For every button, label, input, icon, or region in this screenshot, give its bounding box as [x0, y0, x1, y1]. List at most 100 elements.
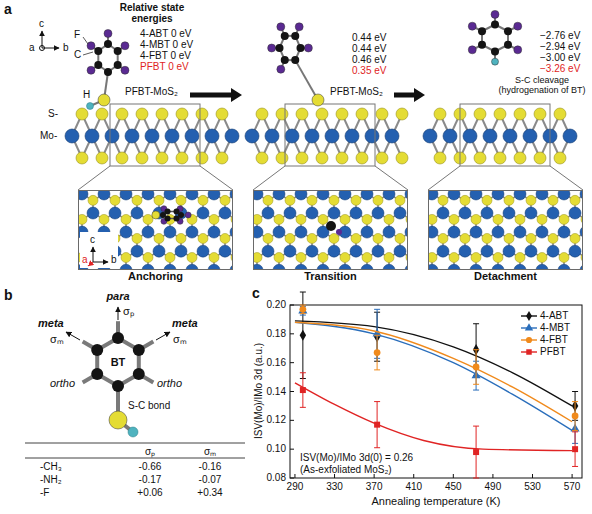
lattice-top-view: [78, 190, 233, 270]
system-label: PFBT-MoS₂: [125, 86, 178, 97]
energy-value: PFBT 0 eV: [140, 61, 189, 72]
axis-title: Annealing temperature (K): [371, 495, 500, 507]
sigma-label: σₚ: [123, 305, 134, 317]
mos2-slab: [423, 108, 577, 164]
lattice-top-view: [428, 190, 583, 270]
tick-label: 410: [405, 481, 422, 492]
table-cell: -0.07: [199, 474, 222, 485]
position-label: ortho: [50, 377, 75, 389]
atom-label: F: [74, 29, 80, 40]
table-cell: -F: [40, 487, 49, 498]
note: S-C cleavage (hydrogenation of BT): [497, 76, 587, 96]
state-caption: Detachment: [474, 270, 537, 282]
tick-label: 0.20: [267, 299, 286, 310]
axis-triad: [80, 232, 118, 268]
tick-label: 450: [445, 481, 462, 492]
axis-title: ISV(Mo)/IMo 3d (a.u.): [253, 343, 264, 439]
table-cell: -0.17: [139, 474, 162, 485]
axis-triad: [40, 31, 60, 51]
panel-letter: c: [252, 286, 260, 301]
system-label: PFBT-MoS₂: [330, 86, 383, 97]
tick-label: 0.14: [267, 386, 286, 397]
zoom-box: Detachment: [428, 190, 583, 270]
legend-entry: 4-ABT: [540, 310, 568, 321]
energy-value: 0.46 eV: [352, 54, 386, 65]
leader-line: [83, 37, 93, 55]
process-arrow: [394, 88, 425, 102]
data-series: [295, 292, 578, 420]
tick-label: 570: [564, 481, 581, 492]
tick-label: 330: [326, 481, 343, 492]
table-rule: [25, 443, 245, 458]
tick-label: 370: [366, 481, 383, 492]
molecule-top-view: [152, 206, 191, 225]
table-cell: +0.06: [137, 487, 162, 498]
energy-value: −2.76 eV: [540, 30, 580, 41]
mos2-slab: [245, 108, 408, 164]
plot-area: [290, 292, 582, 478]
legend-samples: [521, 311, 537, 355]
axis-label: b: [63, 42, 69, 53]
atom-label: H: [83, 89, 90, 100]
legend-entry: 4-MBT: [540, 322, 570, 333]
data-series: [295, 306, 580, 444]
axis-label: c: [89, 234, 96, 245]
zoom-guide: [428, 104, 583, 190]
tick-label: 290: [287, 481, 304, 492]
tick-label: 0.18: [267, 328, 286, 339]
energy-value: 4-FBT 0 eV: [140, 50, 191, 61]
energy-value: 4-ABT 0 eV: [140, 28, 192, 39]
ring-label: BT: [111, 356, 126, 368]
annotation: (As-exfoliated MoS₂): [300, 464, 392, 475]
sigma-label: σₘ: [50, 333, 64, 345]
atom-label: C: [74, 49, 81, 60]
tick-label: 0.12: [267, 414, 286, 425]
panel-letter: b: [4, 288, 13, 303]
table-cell: -NH₂: [40, 474, 62, 485]
energy-value: 4-MBT 0 eV: [140, 39, 193, 50]
axis-label: a: [29, 42, 35, 53]
data-series: [295, 373, 578, 478]
table-cell: -CH₃: [40, 461, 62, 472]
table-header: σₘ: [204, 446, 216, 457]
table-cell: -0.16: [199, 461, 222, 472]
axis-label: a: [81, 254, 89, 265]
position-label: para: [106, 290, 129, 302]
tick-label: 530: [524, 481, 541, 492]
hydrogenated-bt: [468, 10, 521, 65]
energy-value: 0.44 eV: [352, 43, 386, 54]
bt-structure: [83, 321, 154, 437]
position-label: ortho: [157, 377, 182, 389]
pfbt-molecule: [87, 30, 129, 110]
tick-label: 490: [485, 481, 502, 492]
energy-value: −3.26 eV: [540, 63, 580, 74]
table-header: σₚ: [145, 446, 155, 457]
tick-label: 0.10: [267, 443, 286, 454]
process-arrow: [190, 88, 242, 102]
atom-label: S-: [48, 108, 58, 119]
tick-label: 0.16: [267, 357, 286, 368]
adsorbed-atom: [326, 221, 342, 235]
energy-value: 0.44 eV: [352, 32, 386, 43]
sigma-arrow: [66, 307, 170, 340]
position-label: meta: [172, 317, 198, 329]
tick-label: 0.08: [267, 472, 286, 483]
bond-label: S-C bond: [128, 400, 170, 411]
pfbt-molecule: [268, 23, 324, 106]
zoom-box: Transition: [253, 190, 408, 270]
panel-letter: a: [4, 2, 12, 17]
table-cell: +0.34: [197, 487, 222, 498]
legend-entry: 4-FBT: [540, 334, 568, 345]
table-cell: -0.66: [139, 461, 162, 472]
axis-label: c: [39, 18, 44, 29]
mos2-slab: [65, 108, 239, 164]
atom-label: Mo-: [40, 130, 57, 141]
state-caption: Transition: [304, 270, 357, 282]
annotation: ISV(Mo)/IMo 3d(0) = 0.26: [300, 452, 413, 463]
lattice-top-view: [253, 190, 408, 270]
sigma-label: σₘ: [173, 333, 187, 345]
zoom-guide: [253, 104, 408, 190]
axis-label: b: [110, 254, 118, 265]
zoom-guide: [78, 104, 233, 190]
